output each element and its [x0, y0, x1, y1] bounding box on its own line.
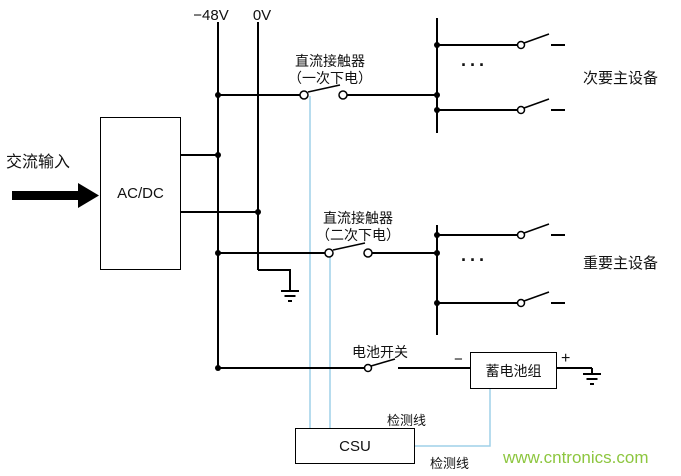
contactor-1-label-line2: （一次下电）: [288, 70, 372, 86]
junction-dot: [434, 107, 440, 113]
branch-switch-1b-pole: [516, 105, 526, 115]
junction-dot: [215, 92, 221, 98]
battery-minus-sign: −: [454, 351, 463, 368]
loads-primary-ellipsis: ···: [461, 250, 488, 270]
detect-line-label-bottom: 检测线: [430, 456, 470, 471]
csu-label: CSU: [339, 437, 371, 455]
ground-0v-tee: [258, 269, 291, 291]
switch-blades: [307, 33, 550, 367]
battery-plus-sign: +: [561, 350, 571, 367]
battery-box: 蓄电池组: [470, 352, 557, 389]
battery-switch-label: 电池开关: [352, 344, 408, 360]
ground-symbol-0v: [281, 290, 299, 302]
junction-dot: [215, 365, 221, 371]
branch-switch-1b-blade: [523, 98, 550, 109]
junction-dot: [434, 250, 440, 256]
contactor-1-pole-left: [299, 90, 309, 100]
contactor-2-blade: [332, 242, 366, 251]
watermark-text: www.cntronics.com: [503, 448, 649, 467]
branch-switch-1a-pole: [516, 40, 526, 50]
ac-input-arrow-icon: [12, 183, 99, 208]
bus-0v-label: 0V: [252, 7, 272, 24]
csu-box: CSU: [295, 428, 415, 464]
branch-switch-2b-blade: [523, 291, 550, 302]
junction-dot: [434, 232, 440, 238]
loads-secondary-ellipsis: ···: [461, 55, 488, 75]
loads-primary-label: 重要主设备: [583, 255, 659, 272]
acdc-box: AC/DC: [100, 117, 181, 270]
loads-secondary-label: 次要主设备: [583, 70, 659, 87]
battery-switch-pole: [363, 363, 373, 373]
contactor-2-label-line1: 直流接触器: [323, 210, 393, 226]
contactor-1-pole-right: [338, 90, 348, 100]
battery-label: 蓄电池组: [485, 362, 542, 379]
junction-dot: [215, 250, 221, 256]
switch-poles: [299, 40, 526, 373]
contactor-1-label-line1: 直流接触器: [295, 53, 365, 69]
detect-line-label-top: 检测线: [387, 413, 427, 428]
junction-dot: [215, 152, 221, 158]
branch-switch-1a-blade: [523, 33, 550, 44]
junction-dot: [434, 92, 440, 98]
branch-switch-2a-blade: [523, 223, 550, 234]
branch-switch-2a-pole: [516, 230, 526, 240]
detect-line-battery: [415, 389, 491, 447]
contactor-2-label-line2: （二次下电）: [316, 227, 400, 243]
detection-lines: [309, 96, 491, 447]
junction-dot: [434, 42, 440, 48]
contactor-2-pole-right: [363, 248, 373, 258]
battery-switch-blade: [370, 358, 396, 367]
contactor-2-pole-left: [324, 248, 334, 258]
contactor-2-label: 直流接触器 （二次下电）: [308, 210, 408, 244]
acdc-label: AC/DC: [117, 185, 164, 202]
contactor-1-blade: [307, 84, 341, 93]
bus-neg48-label: −48V: [193, 7, 229, 24]
contactor-1-label: 直流接触器 （一次下电）: [280, 53, 380, 87]
ac-input-label: 交流输入: [6, 154, 71, 171]
junction-dot: [434, 300, 440, 306]
wiring: [181, 18, 592, 369]
ground-symbol-battery: [583, 368, 601, 385]
branch-switch-2b-pole: [516, 298, 526, 308]
junction-dot: [255, 209, 261, 215]
junction-dots: [215, 42, 440, 371]
